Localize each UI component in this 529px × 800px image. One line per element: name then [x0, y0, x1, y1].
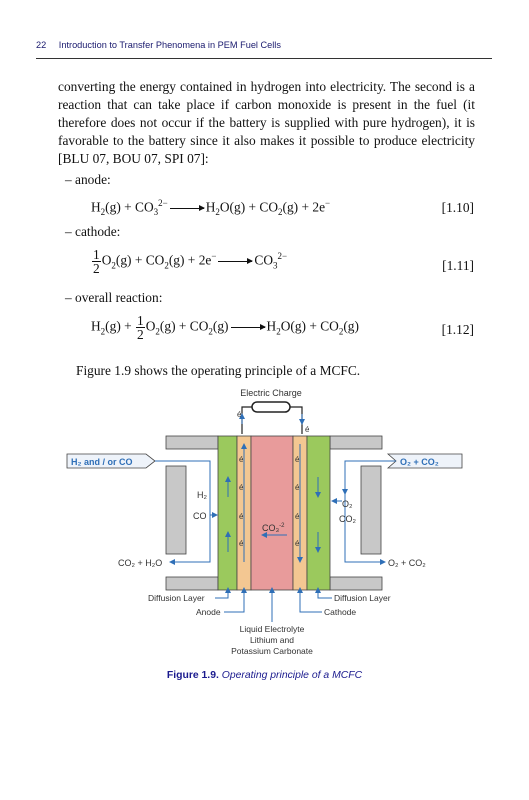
co3-charge: -2 [279, 523, 285, 529]
electron-label-top-right: é [305, 425, 310, 434]
anode-inlet-tag [66, 453, 156, 469]
electron-label-anode-3: é [239, 512, 244, 521]
co-label: CO [193, 511, 207, 521]
electron-label-anode-1: é [239, 455, 244, 464]
anode-frame-top [165, 435, 219, 450]
anode-inlet-label: H₂ and / or CO [71, 457, 133, 467]
co3-text: CO₃ [262, 523, 280, 533]
header-rule [36, 58, 492, 59]
co2-h2o-outlet-label: CO₂ + H₂O [118, 558, 162, 568]
cathode-callout-label: Cathode [324, 607, 356, 617]
page-number: 22 [36, 40, 47, 50]
anode-callout-label: Anode [196, 607, 221, 617]
cathode-frame-side [360, 465, 382, 555]
cathode-label: – cathode: [65, 224, 121, 239]
running-header: 22 Introduction to Transfer Phenomena in… [36, 40, 492, 50]
o2-label: O₂ [342, 499, 353, 509]
cathode-inlet-tag [386, 453, 463, 469]
cathode-inlet-label: O₂ + CO₂ [400, 457, 439, 467]
diffusion-layer-right-label: Diffusion Layer [334, 593, 391, 603]
figure-reference: Figure 1.9 shows the operating principle… [76, 363, 361, 378]
running-title: Introduction to Transfer Phenomena in PE… [58, 40, 281, 50]
figure-caption-text: Operating principle of a MCFC [221, 670, 363, 681]
liquid-electrolyte-label: Liquid Electrolyte [240, 624, 305, 634]
anode-frame-side [165, 465, 187, 555]
electron-label-cathode-3: é [295, 512, 300, 521]
equation-number-1-10: [1.10] [441, 200, 474, 215]
overall-label: – overall reaction: [65, 290, 163, 305]
cathode-frame-top [329, 435, 383, 450]
o2-co2-outlet-label: O₂ + CO₂ [388, 558, 426, 568]
electron-label-anode-2: é [239, 483, 244, 492]
electron-label-cathode-1: é [295, 455, 300, 464]
potassium-carbonate-label: Potassium Carbonate [231, 646, 313, 656]
anode-frame-bottom [165, 576, 219, 591]
cathode-diffusion-layer [306, 435, 331, 591]
anode-diffusion-layer [217, 435, 238, 591]
co3-ion-label: CO₃-2 [262, 523, 285, 533]
diffusion-layer-left-label: Diffusion Layer [148, 593, 205, 603]
electron-label-anode-4: é [239, 539, 244, 548]
lithium-and-label: Lithium and [250, 635, 294, 645]
equation-number-1-12: [1.12] [441, 322, 474, 337]
electron-label-top-left: é [237, 410, 242, 419]
body-paragraph: converting the energy contained in hydro… [58, 79, 475, 166]
electric-charge-label: Electric Charge [240, 388, 302, 398]
anode-label: – anode: [65, 172, 111, 187]
figure-caption-label: Figure 1.9. [166, 670, 219, 681]
co2-label: CO₂ [339, 514, 357, 524]
electron-label-cathode-2: é [295, 483, 300, 492]
mcfc-diagram: Electric Charge é é é é é é é é é é H₂ a… [66, 388, 463, 656]
h2-label: H₂ [197, 490, 207, 500]
cathode-frame-bottom [329, 576, 383, 591]
external-circuit-wire [241, 406, 303, 434]
electrolyte-layer [250, 435, 294, 591]
figure-caption: Figure 1.9. Operating principle of a MCF… [0, 670, 529, 681]
electron-label-cathode-4: é [295, 539, 300, 548]
equation-anode: H2(g) + CO32−H2O(g) + CO2(g) + 2e− [91, 198, 331, 218]
equation-number-1-11: [1.11] [442, 258, 474, 273]
electric-charge-load [251, 401, 291, 413]
